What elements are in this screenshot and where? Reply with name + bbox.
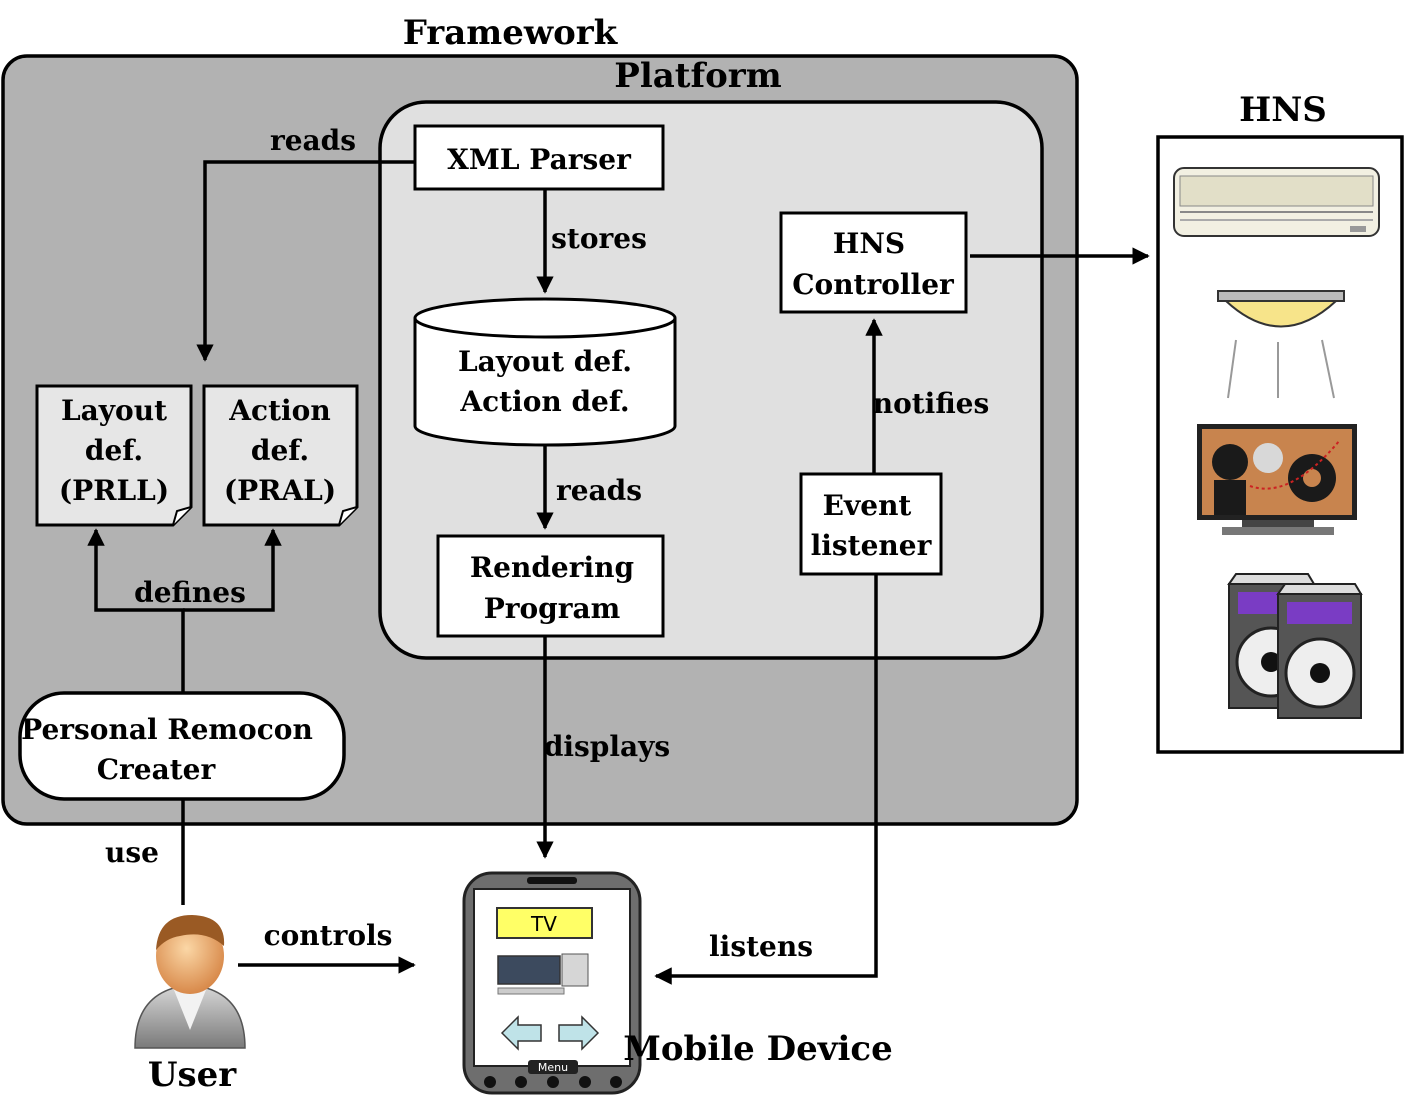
storage-label-line2: Action def. [459, 385, 629, 418]
edge-label-reads-mid: reads [556, 474, 642, 507]
user-label: User [148, 1055, 237, 1095]
edge-defines-action [183, 528, 282, 612]
action-def-label-line1: Action [228, 394, 330, 427]
action-def-label-line2: def. [251, 434, 309, 467]
rendering-label-line2: Program [484, 592, 621, 625]
edge-label-notifies: notifies [873, 387, 990, 420]
edge-label-reads-top: reads [270, 124, 356, 157]
user-icon [134, 915, 246, 1049]
storage-label-line1: Layout def. [458, 345, 632, 378]
platform-title: Platform [614, 56, 781, 96]
remocon-creator-node: Personal Remocon Creater [18, 691, 346, 801]
action-def-label-line3: (PRAL) [224, 474, 336, 507]
xml-parser-label: XML Parser [447, 143, 632, 176]
hns-controller-label-line2: Controller [792, 268, 955, 301]
framework-title: Framework [403, 13, 619, 53]
edge-label-use: use [105, 836, 159, 869]
air-conditioner-icon [1173, 167, 1380, 237]
edge-label-displays: displays [544, 730, 670, 763]
television-icon [1197, 424, 1357, 535]
layout-def-label-line1: Layout [61, 394, 167, 427]
edge-label-stores: stores [551, 222, 647, 255]
edge-label-listens: listens [709, 930, 813, 963]
definition-storage-node: Layout def. Action def. [413, 297, 677, 447]
edge-listens [654, 574, 878, 985]
xml-parser-node: XML Parser [413, 124, 665, 191]
mobile-device-icon: TV Menu [462, 871, 642, 1095]
event-listener-label-line1: Event [823, 489, 912, 522]
edge-label-defines: defines [134, 576, 246, 609]
event-listener-label-line2: listener [811, 529, 933, 562]
rendering-label-line1: Rendering [470, 551, 634, 584]
edge-defines [87, 528, 185, 693]
hns-controller-node: HNS Controller [779, 211, 968, 314]
edge-reads-to-definitions [196, 160, 415, 362]
hns-controller-label-line1: HNS [833, 227, 905, 260]
event-listener-node: Event listener [799, 472, 943, 576]
speakers-icon [1227, 573, 1363, 719]
layout-def-label-line3: (PRLL) [59, 474, 169, 507]
edge-label-controls: controls [264, 919, 393, 952]
hns-title: HNS [1239, 90, 1327, 130]
phone-menu-label: Menu [538, 1061, 568, 1074]
ceiling-light-icon [1217, 290, 1345, 399]
phone-screen-tv-label: TV [530, 912, 557, 936]
action-def-document: Action def. (PRAL) [202, 384, 359, 527]
creator-label-line1: Personal Remocon [21, 713, 313, 746]
layout-def-document: Layout def. (PRLL) [35, 384, 193, 527]
mobile-device-label: Mobile Device [623, 1029, 893, 1069]
layout-def-label-line2: def. [85, 434, 143, 467]
creator-label-line2: Creater [97, 753, 217, 786]
rendering-program-node: Rendering Program [436, 534, 665, 638]
